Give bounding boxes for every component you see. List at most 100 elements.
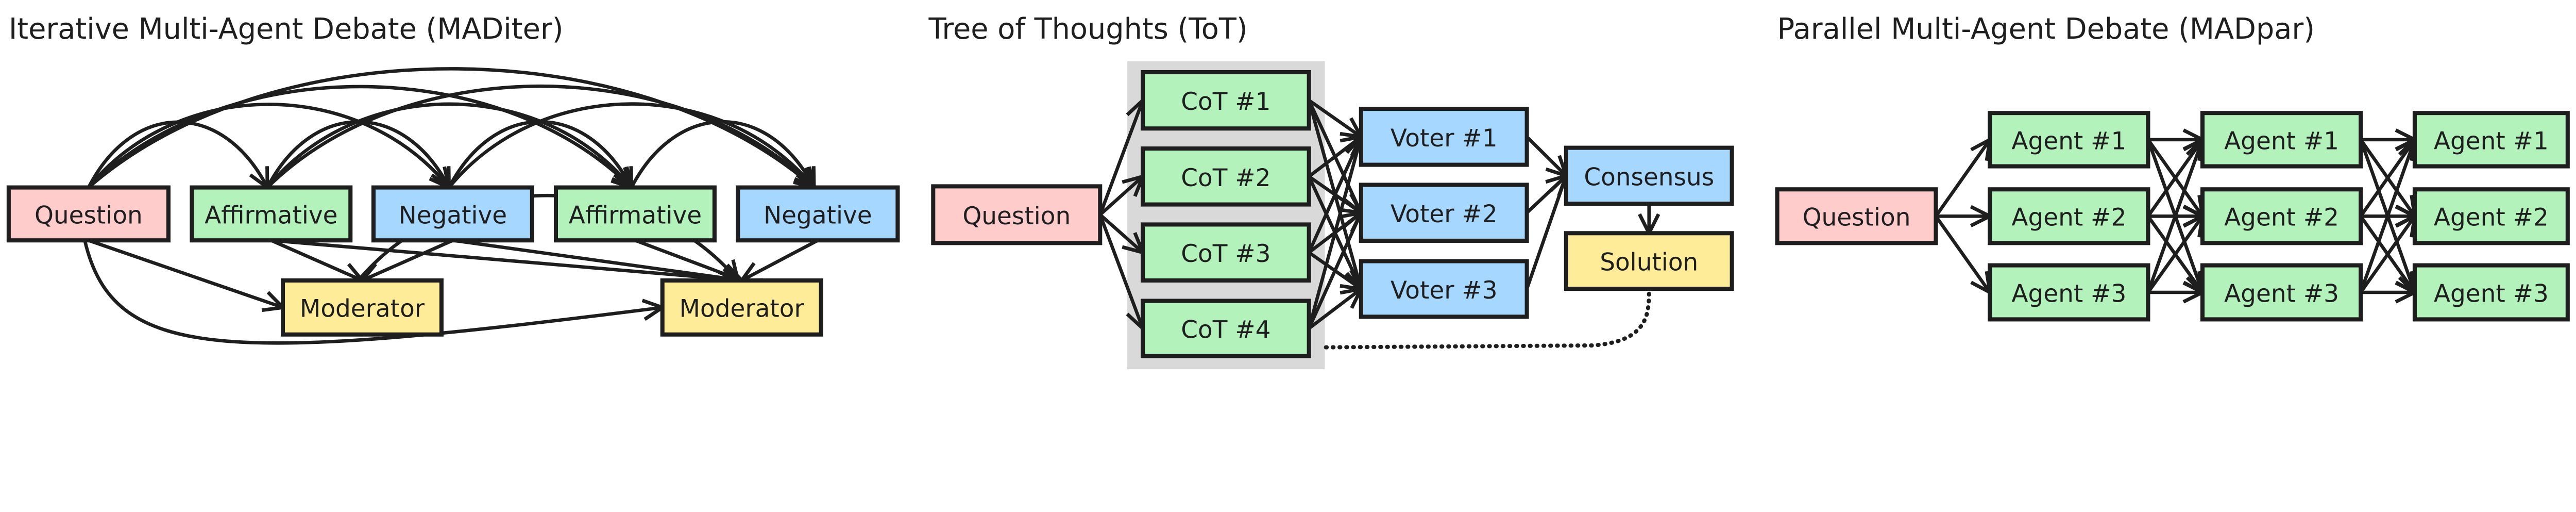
edge-q-to-n2 bbox=[87, 67, 814, 187]
edge-a23-to-a32 bbox=[2359, 216, 2415, 293]
edge-q-to-n1 bbox=[87, 103, 449, 187]
node-box bbox=[1564, 145, 1734, 206]
node-affirmative-a2: Affirmative bbox=[553, 185, 717, 243]
edge-q-to-c4 bbox=[1098, 214, 1143, 328]
node-affirmative-a21: Agent #1 bbox=[2200, 111, 2363, 169]
node-label: Affirmative bbox=[205, 201, 337, 229]
node-negative-v2: Voter #2 bbox=[1359, 183, 1529, 243]
edge-q-to-a1 bbox=[87, 120, 267, 188]
edge-v1-to-cons bbox=[1526, 136, 1566, 176]
edge-a2-to-n2 bbox=[630, 120, 814, 187]
node-affirmative-a13: Agent #3 bbox=[1988, 263, 2150, 322]
edge-c4-to-v2 bbox=[1307, 213, 1361, 329]
node-label: Solution bbox=[1600, 249, 1698, 277]
node-affirmative-c1: CoT #1 bbox=[1141, 70, 1311, 131]
node-box bbox=[553, 185, 717, 243]
node-label: Question bbox=[962, 202, 1071, 230]
edge-q-to-c3 bbox=[1099, 213, 1143, 252]
node-box bbox=[1359, 259, 1529, 319]
node-box bbox=[1359, 107, 1529, 167]
node-affirmative-c3: CoT #3 bbox=[1141, 222, 1311, 283]
node-label: Affirmative bbox=[569, 201, 702, 229]
node-box bbox=[1141, 299, 1311, 358]
node-label: Consensus bbox=[1584, 163, 1714, 191]
node-question-q: Question bbox=[6, 185, 171, 243]
node-box bbox=[190, 185, 353, 243]
edge-q-to-m2 bbox=[83, 240, 663, 345]
node-box bbox=[1141, 146, 1311, 207]
edge-q-to-a11 bbox=[1934, 140, 1990, 218]
node-label: CoT #3 bbox=[1181, 240, 1270, 268]
node-question-q: Question bbox=[931, 184, 1103, 245]
edge-n2-to-m2 bbox=[742, 239, 819, 280]
edge-n1-to-n2 bbox=[448, 102, 814, 188]
node-negative-cons: Consensus bbox=[1564, 145, 1734, 206]
node-box bbox=[6, 185, 171, 243]
node-box bbox=[2200, 263, 2363, 322]
node-affirmative-a23: Agent #3 bbox=[2200, 263, 2363, 322]
edge-a13-to-a21 bbox=[2146, 140, 2202, 293]
edge-a1-to-m2 bbox=[271, 238, 741, 280]
edge-a1-to-n2 bbox=[266, 84, 814, 187]
node-negative-n1: Negative bbox=[371, 185, 534, 243]
edge-q-to-a2 bbox=[87, 85, 632, 188]
node-label: CoT #1 bbox=[1181, 88, 1270, 116]
node-label: CoT #2 bbox=[1181, 164, 1270, 192]
node-label: Agent #3 bbox=[2224, 279, 2339, 308]
node-box bbox=[371, 185, 534, 243]
edge-q-to-c2 bbox=[1099, 176, 1143, 216]
node-box bbox=[2200, 111, 2363, 169]
node-label: Agent #2 bbox=[2434, 204, 2549, 232]
node-box bbox=[1564, 231, 1734, 291]
edge-v3-to-cons bbox=[1525, 176, 1566, 290]
node-box bbox=[1359, 183, 1529, 243]
node-affirmative-c2: CoT #2 bbox=[1141, 146, 1311, 207]
edge-q-to-m1 bbox=[88, 239, 283, 307]
node-label: Question bbox=[1803, 204, 1911, 232]
edge-a1-to-a2 bbox=[266, 102, 632, 188]
node-label: Voter #1 bbox=[1391, 124, 1498, 153]
node-label: Negative bbox=[399, 201, 507, 229]
node-label: Question bbox=[35, 201, 143, 229]
node-box bbox=[1775, 187, 1938, 245]
node-box bbox=[660, 278, 823, 337]
node-label: Voter #3 bbox=[1391, 276, 1498, 305]
edge-a13-to-a22 bbox=[2146, 216, 2202, 293]
node-box bbox=[2412, 187, 2570, 245]
node-question-q: Question bbox=[1775, 187, 1938, 245]
node-affirmative-a31: Agent #1 bbox=[2412, 111, 2570, 169]
node-label: Agent #2 bbox=[2224, 204, 2339, 232]
node-label: Agent #3 bbox=[2434, 279, 2549, 308]
madpar-title: Parallel Multi-Agent Debate (MADpar) bbox=[1777, 12, 2315, 46]
node-moderator-sol: Solution bbox=[1564, 231, 1734, 291]
edge-n1-to-m1 bbox=[362, 239, 454, 280]
node-affirmative-a12: Agent #2 bbox=[1988, 187, 2150, 245]
node-label: Agent #3 bbox=[2011, 279, 2126, 308]
node-label: Agent #1 bbox=[2434, 127, 2549, 155]
node-label: Agent #2 bbox=[2011, 204, 2126, 232]
node-negative-v3: Voter #3 bbox=[1359, 259, 1529, 319]
diagram-canvas: Question Affirmative Negative Affirmative Ne… bbox=[6, 12, 2570, 370]
node-box bbox=[2200, 187, 2363, 245]
edge-a1-to-n1 bbox=[266, 120, 449, 187]
node-label: Moderator bbox=[680, 295, 805, 323]
edge-q-to-a13 bbox=[1934, 215, 1990, 292]
node-affirmative-c4: CoT #4 bbox=[1141, 299, 1311, 358]
node-affirmative-a32: Agent #2 bbox=[2412, 187, 2570, 245]
node-affirmative-a1: Affirmative bbox=[190, 185, 353, 243]
edge-q-to-c1 bbox=[1098, 101, 1143, 216]
node-label: CoT #4 bbox=[1181, 316, 1270, 344]
node-box bbox=[1988, 187, 2150, 245]
node-box bbox=[2412, 263, 2570, 322]
node-label: Negative bbox=[764, 201, 872, 229]
node-label: Agent #1 bbox=[2011, 127, 2126, 155]
node-affirmative-a11: Agent #1 bbox=[1988, 111, 2150, 169]
node-box bbox=[736, 185, 900, 243]
edge-a1-to-m1 bbox=[270, 239, 362, 280]
node-label: Voter #2 bbox=[1391, 200, 1498, 228]
node-box bbox=[281, 278, 444, 337]
node-box bbox=[2412, 111, 2570, 169]
node-box bbox=[1141, 70, 1311, 131]
edge-c1-to-v1 bbox=[1308, 98, 1361, 137]
tot-title: Tree of Thoughts (ToT) bbox=[928, 12, 1248, 46]
